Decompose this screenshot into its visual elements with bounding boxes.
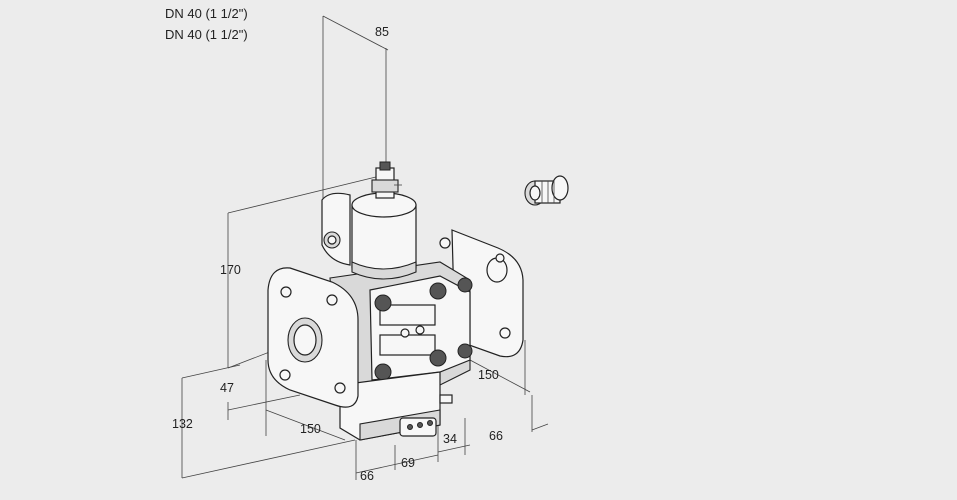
bottom-block [339,371,453,441]
dimension-132: 132 [172,417,193,431]
top-connector [371,161,402,199]
left-flange [267,267,359,408]
dimension-66-right: 66 [489,429,503,443]
header-line-2: DN 40 (1 1/2") [165,27,248,42]
dimension-170: 170 [220,263,241,277]
dimension-lines [181,15,549,480]
dimension-47: 47 [220,381,234,395]
dimension-34: 34 [443,432,457,446]
dimension-150-right: 150 [478,368,499,382]
valve-body [329,261,473,393]
dimension-150-left: 150 [300,422,321,436]
cable-gland [524,175,569,206]
dimension-66-bottom: 66 [360,469,374,483]
dimension-69: 69 [401,456,415,470]
header-line-1: DN 40 (1 1/2") [165,6,248,21]
dimension-85: 85 [375,25,389,39]
solenoid-coil [321,192,417,280]
